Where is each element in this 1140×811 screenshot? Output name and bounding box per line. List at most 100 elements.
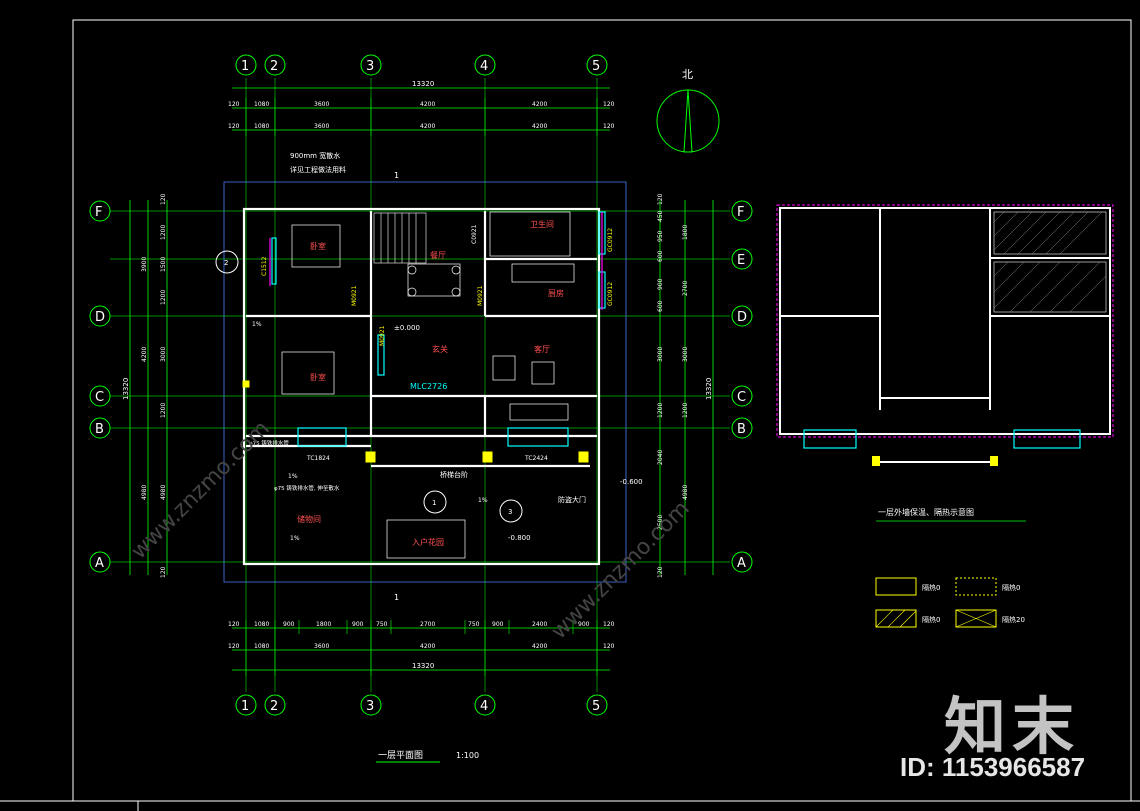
detail-callouts	[215, 250, 523, 523]
dim-bot1-5: 750	[376, 621, 388, 628]
axis-x-5-top: 5	[592, 59, 600, 74]
dim-bot1-9: 2400	[532, 621, 547, 628]
main-door-label: MLC2726	[410, 382, 447, 391]
dim-total-top: 13320	[412, 80, 434, 88]
dim-right1-6: 3000	[657, 347, 664, 362]
axis-x-1-bottom: 1	[241, 699, 249, 714]
room-dining: 餐厅	[430, 251, 446, 260]
dim-bot2-0: 120	[228, 643, 240, 650]
axis-x-2-bottom: 2	[270, 699, 278, 714]
apron-outline	[223, 181, 627, 583]
dim-left1-1: 1200	[160, 225, 167, 240]
callout-3-label: 3	[508, 508, 512, 516]
dim-top2-1: 1080	[254, 123, 269, 130]
north-label: 北	[682, 68, 693, 81]
window-gc0912-a: GC0912	[607, 228, 614, 252]
axis-y-c-left: C	[95, 390, 104, 405]
hatch-lines	[993, 211, 1107, 313]
dim-right1-9: 2500	[657, 515, 664, 530]
dim-left1-0: 120	[160, 193, 167, 205]
axis-x-4-top: 4	[480, 59, 488, 74]
dim-right2-0: 1800	[682, 225, 689, 240]
dim-bot2-2: 3600	[314, 643, 329, 650]
section-mark-bottom: 1	[394, 593, 399, 602]
columns	[242, 380, 589, 463]
dim-top1-1: 1080	[254, 101, 269, 108]
dim-bot1-6: 2700	[420, 621, 435, 628]
axis-bubbles	[89, 54, 753, 716]
site-watermark-1: www.znzmo.com	[127, 416, 275, 564]
dim-right1-3: 600	[657, 250, 664, 262]
slope-4: 1%	[478, 497, 488, 504]
axis-y-b-right: B	[737, 422, 746, 437]
dim-top2-4: 4200	[532, 123, 547, 130]
door-m0921-a: M0921	[351, 285, 358, 306]
door-m0921-c: M0921	[379, 325, 386, 346]
dim-left-total: 13320	[122, 378, 130, 400]
insulation-columns	[872, 456, 998, 466]
dim-total-bottom: 13320	[412, 662, 434, 670]
dim-right2-2: 3000	[682, 347, 689, 362]
dim-left2-0: 3900	[141, 257, 148, 272]
dim-right1-0: 120	[657, 193, 664, 205]
axis-y-c-right: C	[737, 390, 746, 405]
dim-right1-2: 950	[657, 230, 664, 242]
dim-left2-1: 4200	[141, 347, 148, 362]
dim-top2-5: 120	[603, 123, 615, 130]
axis-y-e-right: E	[737, 253, 745, 268]
dim-right1-5: 600	[657, 300, 664, 312]
room-storage: 储物间	[297, 514, 321, 524]
dim-left1-2: 1500	[160, 257, 167, 272]
callout-2-label: 2	[224, 259, 228, 267]
legend-item-1: 隔热0	[922, 583, 940, 592]
dim-left1-5: 1200	[160, 403, 167, 418]
dim-bot2-5: 120	[603, 643, 615, 650]
apron-spec-note: 详见工程做法用料	[290, 165, 346, 174]
north-arrow	[656, 89, 720, 153]
dim-left1-6: 4980	[160, 485, 167, 500]
elevation-minus-800: -0.800	[508, 534, 531, 542]
hatch-zone-mid	[993, 261, 1107, 313]
axis-y-f-left: F	[95, 205, 102, 220]
dim-bot1-2: 900	[283, 621, 295, 628]
slope-1: 1%	[252, 321, 262, 328]
site-watermark-2: www.znzmo.com	[547, 496, 695, 644]
room-bath: 卫生间	[530, 219, 554, 229]
dim-left1-4: 3000	[160, 347, 167, 362]
dimension-lines	[129, 87, 714, 671]
axis-x-3-bottom: 3	[366, 699, 374, 714]
axis-y-a-right: A	[737, 556, 746, 571]
dim-right1-8: 2040	[657, 450, 664, 465]
legend-swatch-4	[955, 609, 997, 628]
legend-swatch-1	[875, 577, 917, 596]
room-kitchen: 厨房	[548, 288, 564, 298]
legend-item-3: 隔热0	[922, 615, 940, 624]
insulation-marks	[269, 212, 603, 310]
door-m0921-b: M0921	[477, 285, 484, 306]
legend-title: 一层外墙保温、隔热示意图	[878, 507, 974, 517]
drain-note-1: φ75 铸铁排水管	[249, 439, 289, 447]
axis-grid	[110, 78, 730, 692]
axis-y-a-left: A	[95, 556, 104, 571]
drain-note-2: φ75 铸铁排水管, 伸至散水	[274, 484, 340, 492]
text-layer: 一层平面图 1:100 北 1 2 3 4 5 1 2 3 4 5 F D C …	[95, 59, 1025, 761]
dim-right1-4: 900	[657, 278, 664, 290]
dim-right1-10: 120	[657, 566, 664, 578]
dim-right1-7: 1200	[657, 403, 664, 418]
insulation-windows	[803, 429, 1081, 449]
dim-top1-4: 4200	[532, 101, 547, 108]
axis-y-b-left: B	[95, 422, 104, 437]
plan-scale: 1:100	[456, 751, 479, 760]
room-living: 客厅	[534, 344, 550, 354]
slope-2: 1%	[288, 473, 298, 480]
dim-left1-7: 120	[160, 566, 167, 578]
room-porch: 入户花园	[412, 537, 444, 547]
window-c0921: C0921	[471, 224, 478, 244]
elevation-zero: ±0.000	[394, 324, 420, 332]
brand-watermark-id: ID: 1153966587	[900, 752, 1086, 782]
axis-y-d-right: D	[737, 310, 747, 325]
axis-y-d-left: D	[95, 310, 105, 325]
dim-top2-3: 4200	[420, 123, 435, 130]
dim-top1-2: 3600	[314, 101, 329, 108]
apron-note: 900mm 宽散水	[290, 151, 340, 160]
